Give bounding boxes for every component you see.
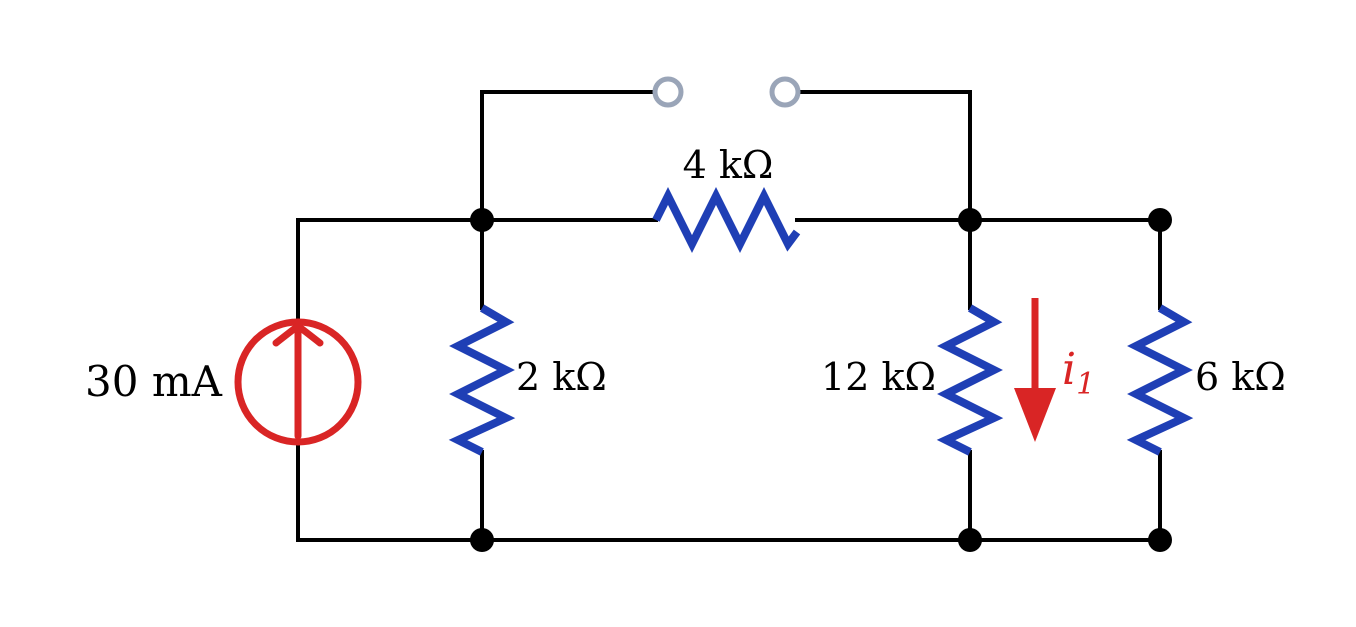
resistor-4k-label: 4 kΩ <box>683 143 774 187</box>
node-top-12k <box>958 208 982 232</box>
wire-open-loop-left <box>480 90 657 222</box>
resistor-12k-label: 12 kΩ <box>821 355 936 399</box>
source-label: 30 mA <box>85 357 223 406</box>
resistor-4k <box>652 187 801 253</box>
resistor-6k-label: 6 kΩ <box>1195 355 1286 399</box>
current-source <box>234 318 362 446</box>
resistors <box>448 187 1194 456</box>
nodes <box>470 208 1172 552</box>
current-label: i1 <box>1062 344 1095 402</box>
node-bottom-12k <box>958 528 982 552</box>
current-symbol: i <box>1062 344 1076 395</box>
current-arrow-down-icon <box>1014 388 1056 442</box>
node-bottom-6k <box>1148 528 1172 552</box>
resistor-2k-label: 2 kΩ <box>516 355 607 399</box>
current-arrow-i1 <box>1014 298 1056 442</box>
resistor-2k <box>448 304 516 456</box>
node-top-2k <box>470 208 494 232</box>
open-terminals <box>652 76 801 108</box>
node-top-6k <box>1148 208 1172 232</box>
open-terminal-right[interactable] <box>769 76 801 108</box>
resistor-6k <box>1126 304 1194 456</box>
open-terminal-left[interactable] <box>652 76 684 108</box>
current-source-arrow-head-icon <box>272 321 324 347</box>
wire-open-loop-right <box>796 90 972 222</box>
wires <box>296 90 1162 542</box>
current-subscript: 1 <box>1076 367 1095 402</box>
node-bottom-2k <box>470 528 494 552</box>
labels: 30 mA 4 kΩ 2 kΩ 12 kΩ 6 kΩ i1 <box>85 143 1286 406</box>
resistor-12k <box>936 304 1004 456</box>
